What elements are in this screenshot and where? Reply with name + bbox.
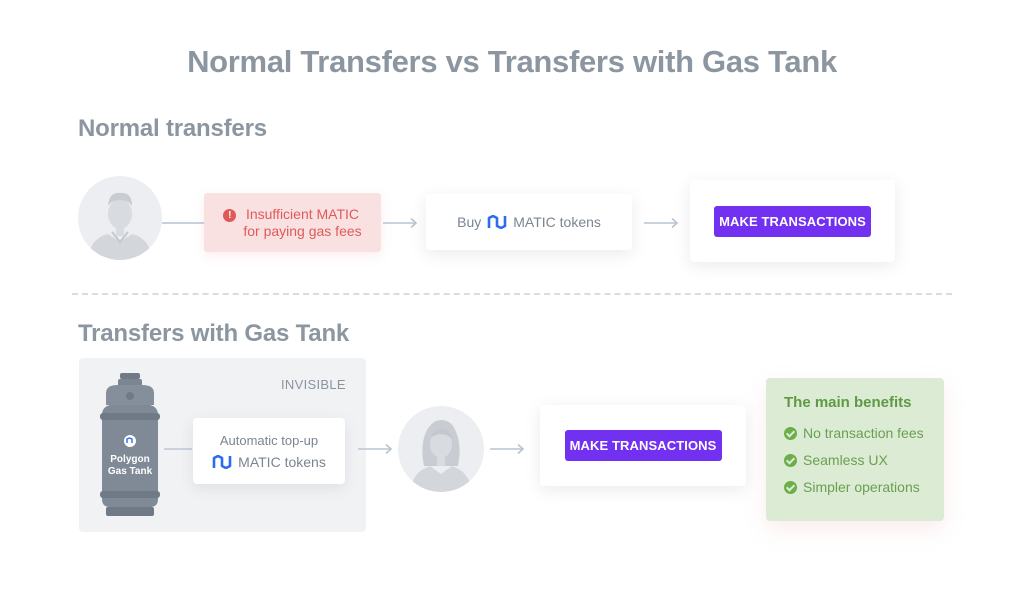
benefits-box: The main benefits No transaction fees Se…	[766, 378, 944, 521]
matic-tokens-label: MATIC tokens	[513, 214, 601, 230]
make-transactions-button[interactable]: MAKE TRANSACTIONS	[714, 205, 871, 237]
warning-text-line2: for paying gas fees	[243, 222, 362, 239]
topup-title: Automatic top-up	[219, 432, 319, 448]
section-divider	[72, 293, 952, 295]
make-transactions-card-normal: MAKE TRANSACTIONS	[690, 180, 895, 262]
connector-line	[164, 448, 192, 450]
automatic-topup-card: Automatic top-up MATIC tokens	[193, 418, 345, 484]
alert-icon: !	[223, 209, 237, 222]
benefit-label: Simpler operations	[803, 479, 920, 495]
polygon-logo-icon	[487, 215, 507, 229]
check-circle-icon	[784, 480, 797, 494]
user-female-icon	[398, 406, 484, 492]
arrow-right-icon	[490, 443, 526, 455]
arrow-right-icon	[644, 217, 680, 229]
polygon-logo-icon	[212, 454, 232, 469]
topup-matic-label: MATIC tokens	[238, 453, 326, 470]
tank-label-line1: Polygon	[110, 454, 150, 465]
check-circle-icon	[784, 453, 797, 467]
arrow-right-icon	[383, 217, 419, 229]
user-male-icon	[78, 176, 162, 260]
check-circle-icon	[784, 426, 797, 440]
insufficient-matic-warning: ! Insufficient MATIC for paying gas fees	[204, 193, 381, 252]
make-transactions-card-gas-tank: MAKE TRANSACTIONS	[540, 405, 746, 486]
benefit-item: No transaction fees	[784, 425, 944, 441]
make-transactions-button[interactable]: MAKE TRANSACTIONS	[564, 430, 722, 461]
connector-line	[162, 222, 204, 224]
section-heading-gas-tank: Transfers with Gas Tank	[78, 320, 350, 347]
tank-label-line2: Gas Tank	[107, 466, 153, 477]
benefit-label: Seamless UX	[803, 452, 888, 468]
buy-matic-card: Buy MATIC tokens	[426, 194, 632, 250]
buy-label: Buy	[457, 214, 482, 230]
invisible-label: INVISIBLE	[281, 377, 346, 392]
gas-tank-icon: Polygon Gas Tank	[96, 371, 164, 518]
benefit-label: No transaction fees	[803, 425, 924, 441]
section-heading-normal: Normal transfers	[78, 115, 267, 142]
warning-text-line1: Insufficient MATIC	[245, 205, 360, 222]
benefits-title: The main benefits	[784, 394, 912, 411]
arrow-right-icon	[358, 443, 394, 455]
benefit-item: Seamless UX	[784, 452, 944, 468]
page-title: Normal Transfers vs Transfers with Gas T…	[187, 44, 837, 79]
benefit-item: Simpler operations	[784, 479, 944, 495]
